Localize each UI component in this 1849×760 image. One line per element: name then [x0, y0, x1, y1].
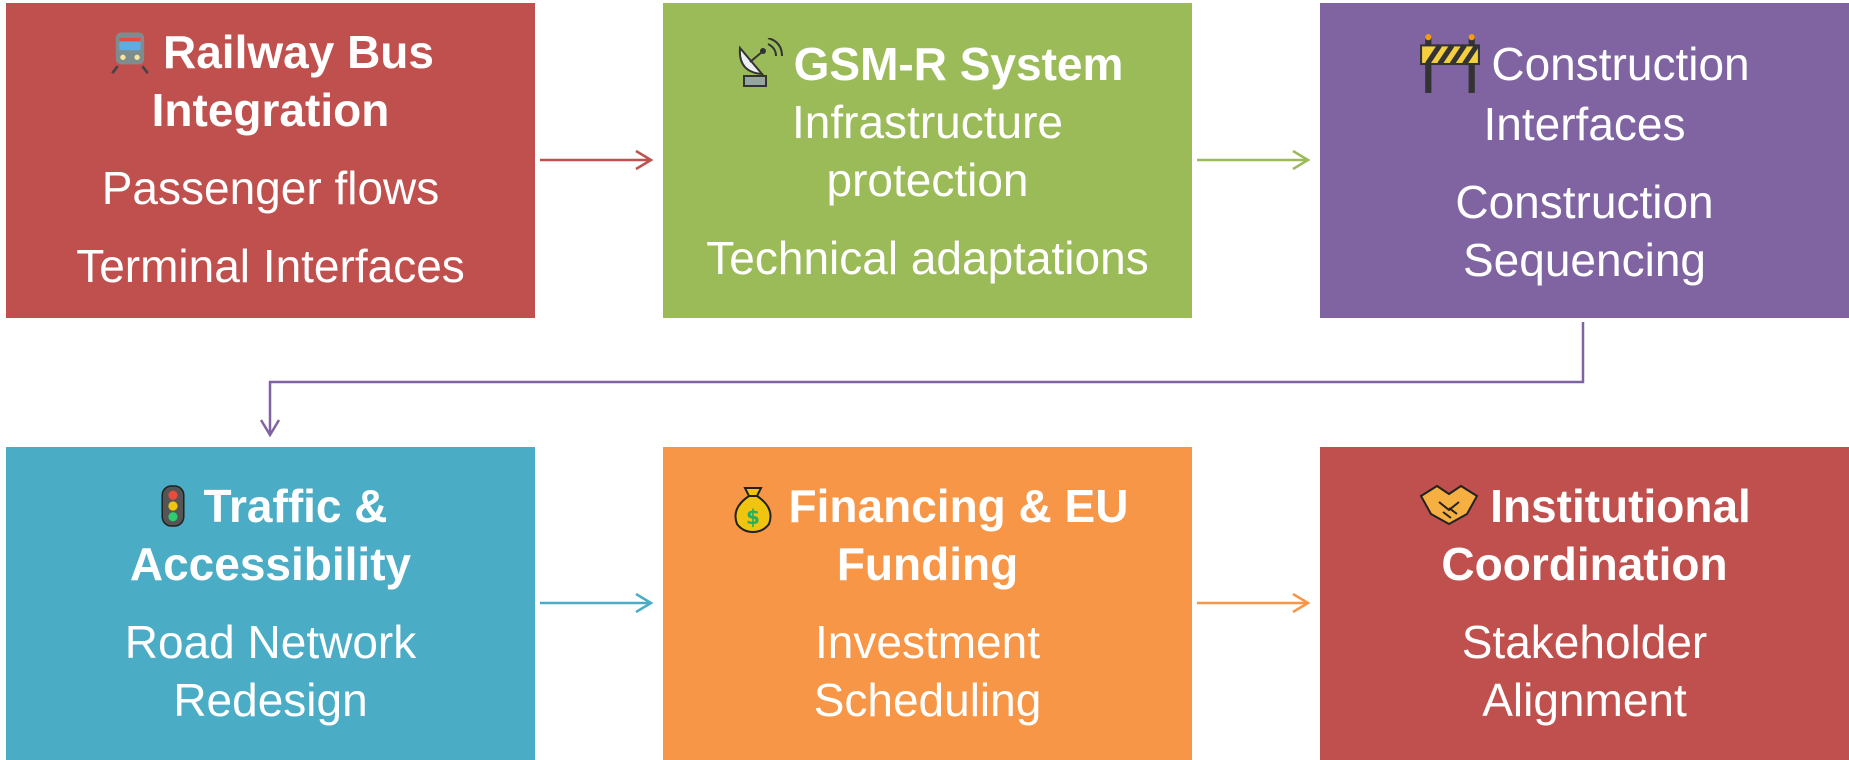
train-icon [111, 32, 149, 75]
box-title-line-1: Institutional [1490, 480, 1751, 532]
box-item: Scheduling [813, 674, 1042, 726]
box-title: GSM-R System [732, 35, 1124, 93]
box-item: Terminal Interfaces [76, 240, 465, 292]
box-title-line-1: Financing & EU [788, 480, 1129, 532]
box-title-line-1: GSM-R System [793, 38, 1124, 90]
box-financing-eu-funding: $ Financing & EU Funding Investment Sche… [663, 447, 1192, 760]
box-item: Passenger flows [101, 162, 440, 214]
money-bag-icon: $ [734, 487, 772, 534]
box-title: Construction [1419, 33, 1750, 95]
box-item: Infrastructure [792, 96, 1063, 148]
arrow-box2-to-box3 [1197, 149, 1311, 171]
box-item: Construction [1455, 176, 1714, 228]
box-item: Redesign [173, 674, 368, 726]
box-title: Railway Bus [107, 23, 434, 81]
satellite-dish-icon [738, 38, 783, 87]
arrow-box4-to-box5 [540, 592, 654, 614]
box-gsm-r-system: GSM-R System Infrastructure protection T… [663, 3, 1192, 318]
arrow-box3-to-box4 [259, 322, 1585, 438]
box-title: Traffic & [153, 477, 388, 535]
box-railway-bus-integration: Railway Bus Integration Passenger flows … [6, 3, 535, 318]
construction-barrier-icon [1420, 34, 1481, 93]
box-title-line-2: Funding [836, 538, 1019, 590]
box-title-line-1: Traffic & [203, 480, 388, 532]
box-title: $ Financing & EU [727, 477, 1129, 535]
svg-text:$: $ [746, 505, 760, 529]
box-title-line-2: Integration [151, 84, 390, 136]
box-item: Sequencing [1463, 234, 1706, 286]
box-traffic-accessibility: Traffic & Accessibility Road Network Red… [6, 447, 535, 760]
box-item: Technical adaptations [706, 232, 1149, 284]
box-title-line-2: Coordination [1441, 538, 1728, 590]
handshake-icon [1419, 484, 1479, 526]
traffic-light-icon [161, 485, 186, 527]
box-item: Investment [815, 616, 1040, 668]
box-title-line-1: Railway Bus [163, 26, 434, 78]
box-title-line-2: Interfaces [1483, 98, 1686, 150]
box-title-line-2: Accessibility [129, 538, 412, 590]
arrow-box1-to-box2 [540, 149, 654, 171]
box-item: Road Network [124, 616, 417, 668]
box-item: protection [826, 154, 1029, 206]
box-construction-interfaces: Construction Interfaces Construction Seq… [1320, 3, 1849, 318]
arrow-box5-to-box6 [1197, 592, 1311, 614]
box-item: Stakeholder [1461, 616, 1708, 668]
box-item: Alignment [1482, 674, 1687, 726]
box-title: Institutional [1418, 477, 1751, 535]
box-institutional-coordination: Institutional Coordination Stakeholder A… [1320, 447, 1849, 760]
box-title-line-1: Construction [1491, 38, 1750, 90]
